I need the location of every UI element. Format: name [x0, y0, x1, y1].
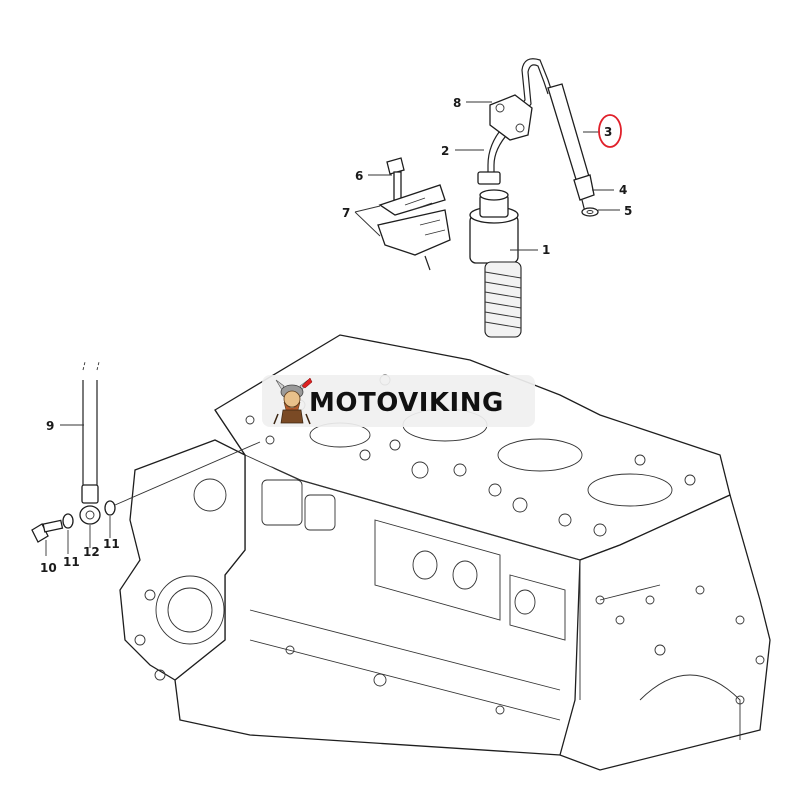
clamp-part-8 — [489, 94, 533, 141]
callout-11-right: 11 — [103, 537, 120, 551]
callout-1: 1 — [542, 243, 550, 257]
callout-8: 8 — [453, 96, 461, 110]
bolt-part-6 — [386, 157, 405, 201]
washer-part-5 — [581, 207, 599, 217]
injector-pump-part-1 — [469, 189, 522, 338]
leader-lines — [45, 101, 620, 556]
washer-part-11-right — [104, 500, 116, 516]
callout-6: 6 — [355, 169, 363, 183]
watermark-banner: MOTOVIKING — [262, 375, 535, 427]
callout-9: 9 — [46, 419, 54, 433]
fuel-pipe-part-2 — [477, 58, 553, 185]
callout-4: 4 — [619, 183, 627, 197]
callout-5: 5 — [624, 204, 632, 218]
bolt-part-10 — [31, 519, 64, 543]
fitting-guide-line — [114, 441, 261, 506]
callout-3: 3 — [604, 125, 612, 139]
callout-12: 12 — [83, 545, 100, 559]
watermark-text: MOTOVIKING — [309, 388, 504, 418]
callout-10: 10 — [40, 561, 57, 575]
hose-part-9 — [81, 361, 100, 504]
highlight-circle — [598, 114, 622, 148]
injector-nozzle-part-3 — [547, 83, 595, 213]
viking-mascot-icon — [273, 377, 313, 425]
banjo-fitting-part-12 — [79, 505, 101, 525]
bracket-part-7 — [377, 184, 451, 271]
callout-7: 7 — [342, 206, 350, 220]
washer-part-11-left — [62, 513, 74, 529]
callout-labels: 1 2 3 4 5 6 7 8 9 10 11 12 11 — [40, 96, 632, 575]
callout-11-left: 11 — [63, 555, 80, 569]
callout-2: 2 — [441, 144, 449, 158]
